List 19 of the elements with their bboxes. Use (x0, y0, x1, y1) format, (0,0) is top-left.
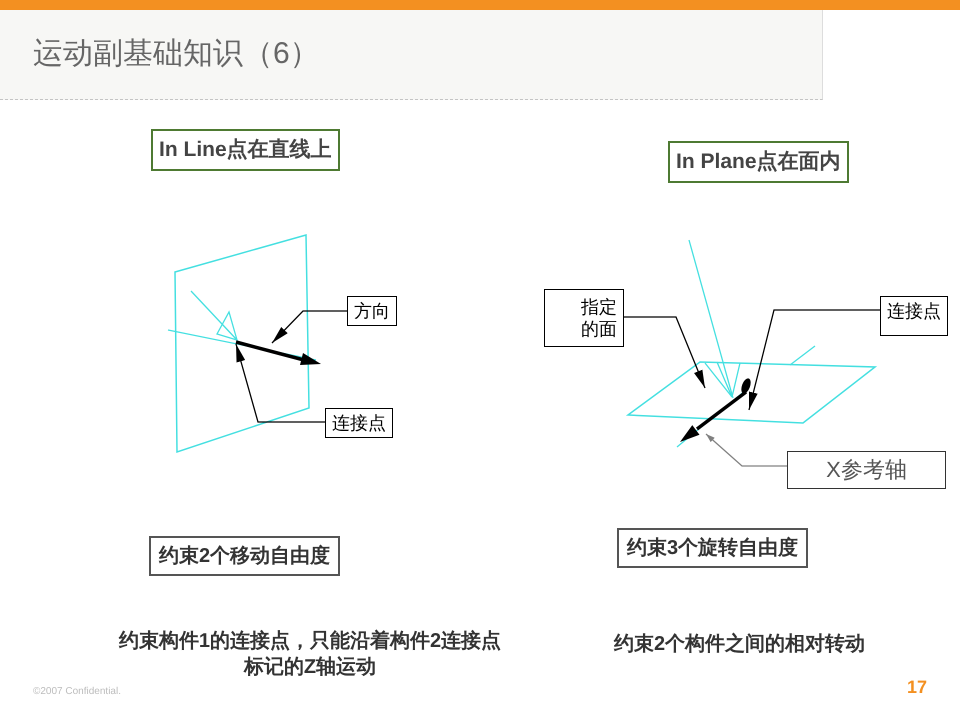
callout-box: 连接点 (325, 408, 393, 438)
heading-box: In Plane点在面内 (668, 141, 849, 183)
slide-title: 运动副基础知识（6） (33, 36, 320, 72)
leader-line (706, 434, 787, 467)
copyright-text: ©2007 Confidential. (33, 686, 121, 697)
heading-box: In Line点在直线上 (151, 129, 340, 171)
leader-line (235, 344, 325, 423)
constraint-box: 约束2个移动自由度 (149, 536, 340, 576)
leader-line (748, 309, 880, 410)
constraint-box: 约束3个旋转自由度 (617, 528, 808, 568)
callout-box: X参考轴 (787, 451, 946, 489)
callout-box: 连接点 (880, 296, 948, 336)
callout-box: 方向 (347, 296, 397, 326)
leader-line (272, 310, 347, 344)
description-text: 约束构件1的连接点，只能沿着构件2连接点标记的Z轴运动 (118, 628, 502, 680)
description-text: 约束2个构件之间的相对转动 (614, 632, 866, 657)
page-number: 17 (907, 677, 928, 698)
leader-line (624, 316, 706, 388)
callout-box: 指定的面 (544, 289, 624, 347)
